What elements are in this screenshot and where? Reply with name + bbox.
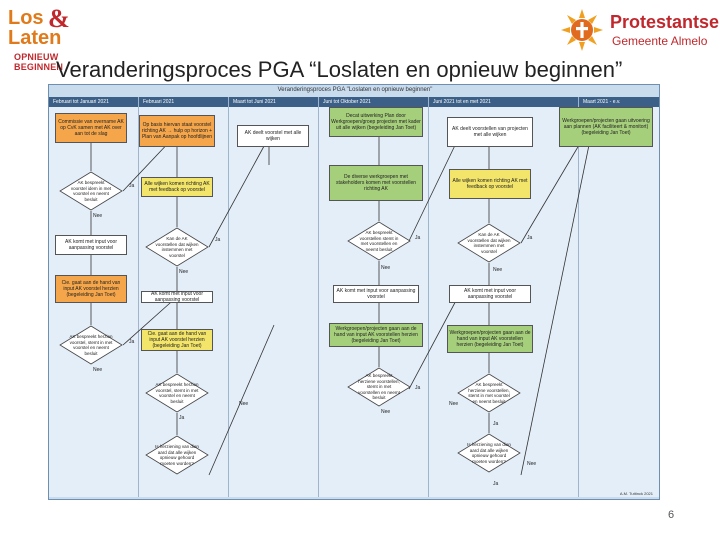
node-commissie-start: Commissie van overname AK op CvK samen m…	[55, 113, 127, 143]
diagram-credit: A.M. Tuttinck 2021	[619, 491, 653, 496]
label-nee: Nee	[381, 409, 391, 415]
logo-gemeente-almelo: Gemeente Almelo	[612, 34, 708, 48]
lane-4-header: Juni tot Oktober 2021	[319, 97, 428, 107]
label-ja: Ja	[527, 235, 533, 241]
protestantse-gemeente-logo: Protestantse Gemeente Almelo	[560, 8, 719, 54]
node-ak-deelt-projecten: AK deelt voorstellen van projecten met a…	[447, 117, 533, 147]
decision-ak-bespreekt-voorstellen: AK bespreekt voorstellen stemt in met vo…	[347, 221, 411, 261]
label-nee: Nee	[527, 461, 537, 467]
label-nee: Nee	[93, 213, 103, 219]
label-ja: Ja	[129, 183, 135, 189]
lane-6-header: Maart 2021 - e.v.	[579, 97, 659, 107]
lane-1-header: Februari tot Januari 2021	[49, 97, 138, 107]
label-nee: Nee	[179, 269, 189, 275]
logo-word-laten: Laten	[8, 27, 62, 49]
decision-ak-bespreekt-voorstel: AK bespreekt voorstel idem in met voorst…	[59, 171, 123, 211]
decision-text: AK bespreekt herziene voorstellen, stemt…	[468, 382, 510, 404]
node-werkgroepen-herzien-2: Werkgroepen/projecten gaan aan de hand v…	[447, 325, 533, 353]
decision-text: AK bespreekt herzien voorstel, stemt in …	[155, 382, 199, 404]
node-voorstel-richting-ak: Op basis hiervan staat voorstel richting…	[139, 115, 215, 147]
decision-herziening-wijken-2: Is herziening van dien aard dat alle wij…	[457, 433, 521, 473]
flow-connectors	[90, 134, 590, 476]
page-number: 6	[668, 509, 675, 521]
process-flowchart: Veranderingsproces PGA "Loslaten en opni…	[48, 84, 660, 500]
node-werkgroepen-voorstellen: De diverse werkgroepen met stakeholders …	[329, 165, 423, 201]
decision-text: Is herziening van dien aard dat alle wij…	[467, 442, 511, 464]
decision-text: AK bespreekt voorstel idem in met voorst…	[70, 180, 112, 202]
label-ja: Ja	[415, 235, 421, 241]
label-ja: Ja	[415, 385, 421, 391]
node-uitwerking-plan: Decat uitwerking Plan door Werkgroepen/g…	[329, 107, 423, 137]
los-laten-logo: Los & Laten OPNIEUW BEGINNEN	[4, 4, 100, 73]
decision-wijken-instemmen: Kan de AK voorstellen dat wijken instemm…	[145, 227, 209, 267]
slide-title: Veranderingsproces PGA “Loslaten en opni…	[56, 57, 623, 82]
node-cie-herzien-2: Cie. gaat aan de hand van input AK voors…	[141, 329, 213, 351]
node-ak-input-aanpassing-2: AK komt met input voor aanpassing voorst…	[141, 291, 213, 303]
decision-ak-herzien-voorstel: AK bespreekt herzien voorstel, stemt in …	[59, 325, 123, 365]
label-nee: Nee	[239, 401, 249, 407]
logo-word-los: Los	[8, 7, 44, 29]
decision-text: AK bespreekt voorstellen stemt in met vo…	[359, 230, 399, 252]
decision-ak-herziene-voorstellen-2: AK bespreekt herziene voorstellen, stemt…	[457, 373, 521, 413]
node-werkgroepen-herzien: Werkgroepen/projecten gaan aan de hand v…	[329, 323, 423, 347]
label-nee: Nee	[381, 265, 391, 271]
node-ak-input-aanpassing-3: AK komt met input voor aanpassing voorst…	[333, 285, 419, 303]
decision-herziening-wijken: Is herziening van dien aard dat alle wij…	[145, 435, 209, 475]
lane-3-header: Maart tot Juni 2021	[229, 97, 318, 107]
lane-3: Maart tot Juni 2021	[229, 97, 319, 497]
decision-ak-herziene-voorstellen: AK bespreekt herziene voorstellen, stemt…	[347, 367, 411, 407]
lane-5-header: Juni 2021 tot en met 2021	[429, 97, 578, 107]
node-ak-input-aanpassing: AK komt met input voor aanpassing voorst…	[55, 235, 127, 255]
decision-wijken-instemmen-2: Kan de AK voorstellen dat wijken instemm…	[457, 223, 521, 263]
label-ja: Ja	[215, 237, 221, 243]
label-ja: Ja	[493, 421, 499, 427]
lane-2-header: Februari 2021	[139, 97, 228, 107]
decision-text: AK bespreekt herzien voorstel, stemt in …	[69, 334, 113, 356]
flowchart-header: Veranderingsproces PGA "Loslaten en opni…	[277, 87, 433, 93]
decision-ak-herzien-2: AK bespreekt herzien voorstel, stemt in …	[145, 373, 209, 413]
decision-text: AK bespreekt herziene voorstellen, stemt…	[358, 373, 400, 401]
node-wijken-feedback-2: Alle wijken komen richting AK met feedba…	[449, 169, 531, 199]
node-cie-herzien: Cie. gaat aan de hand van input AK voors…	[55, 275, 127, 303]
decision-text: Is herziening van dien aard dat alle wij…	[155, 444, 199, 466]
label-nee: Nee	[449, 401, 459, 407]
decision-text: Kan de AK voorstellen dat wijken instemm…	[467, 232, 511, 254]
node-ak-deelt-voorstel: AK deelt voorstel met alle wijken	[237, 125, 309, 147]
label-ja: Ja	[493, 481, 499, 487]
lane-6: Maart 2021 - e.v.	[579, 97, 659, 497]
label-ja: Ja	[179, 415, 185, 421]
label-nee: Nee	[493, 267, 503, 273]
label-nee: Nee	[93, 367, 103, 373]
node-uitvoering-plannen: Werkgroepen/projecten gaan uitvoering aa…	[559, 107, 653, 147]
label-ja: Ja	[129, 339, 135, 345]
node-ak-input-aanpassing-4: AK komt met input voor aanpassing voorst…	[449, 285, 531, 303]
node-wijken-feedback: Alle wijken komen richting AK met feedba…	[141, 177, 213, 197]
logo-ampersand: &	[48, 4, 70, 33]
logo-tagline: OPNIEUW BEGINNEN	[14, 52, 64, 72]
sun-cross-icon	[561, 9, 603, 51]
decision-text: Kan de AK voorstellen dat wijken instemm…	[155, 236, 199, 258]
logo-protestantse: Protestantse	[610, 12, 720, 32]
